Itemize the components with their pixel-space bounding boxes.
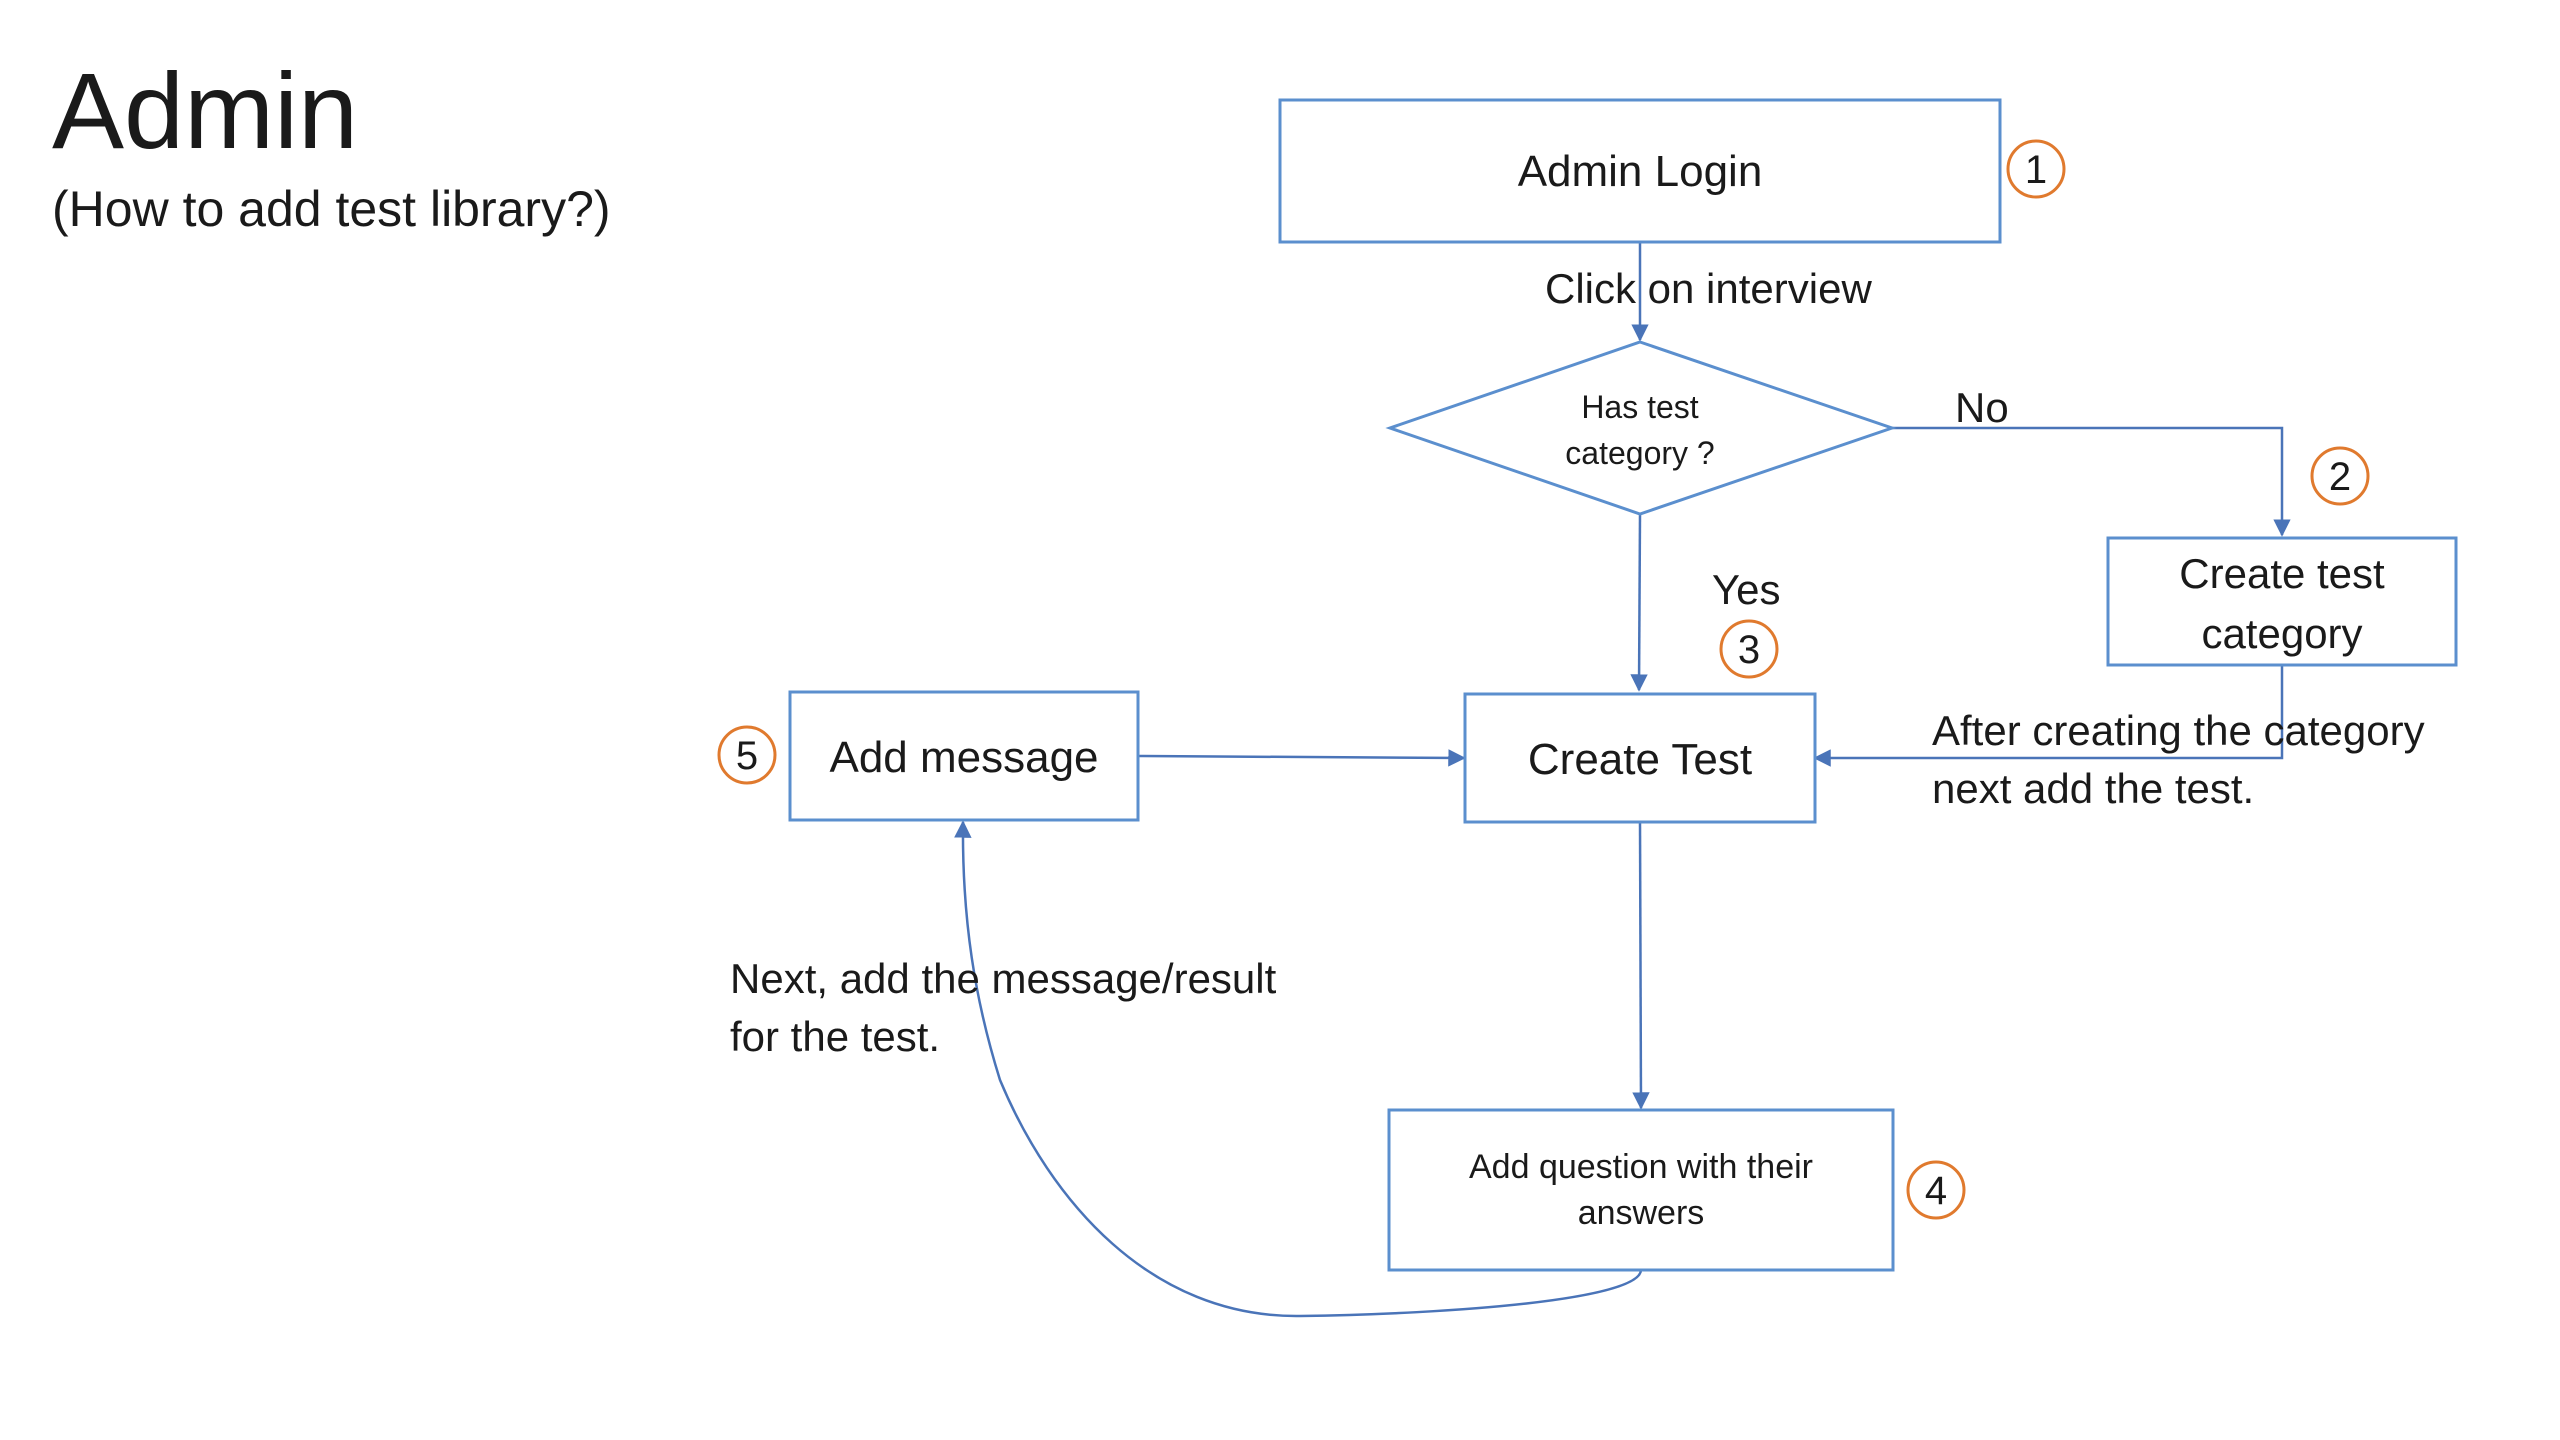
decision-label-line1: Has test [1581, 389, 1698, 425]
edge-decision-no [1892, 426, 2291, 537]
node-admin-login-label: Admin Login [1518, 147, 1763, 196]
node-create-test: Create Test [1463, 692, 1817, 824]
edge-decision-yes [1630, 513, 1648, 692]
label-no: No [1955, 384, 2009, 431]
edge-test-to-question [1632, 821, 1650, 1110]
node-add-question-line2: answers [1578, 1194, 1705, 1232]
label-click-on-interview: Click on interview [1545, 265, 1872, 312]
edge-question-to-message [954, 820, 1643, 1318]
step-badge-2: 2 [2310, 446, 2370, 506]
slide-title: Admin [52, 50, 358, 171]
label-next-message-line2: for the test. [730, 1013, 940, 1060]
step-badge-3: 3 [1719, 619, 1779, 679]
node-add-question: Add question with their answers [1387, 1108, 1895, 1272]
node-add-message-label: Add message [829, 733, 1098, 782]
node-add-question-line1: Add question with their [1469, 1148, 1813, 1186]
node-add-message: Add message [788, 690, 1140, 822]
step-badge-1-label: 1 [2025, 148, 2047, 192]
step-badge-4-label: 4 [1925, 1169, 1947, 1213]
step-badge-2-label: 2 [2329, 455, 2351, 499]
label-yes: Yes [1712, 566, 1781, 613]
label-next-message-line1: Next, add the message/result [730, 955, 1277, 1002]
step-badge-3-label: 3 [1738, 628, 1760, 672]
step-badge-1: 1 [2006, 139, 2066, 199]
edge-message-to-test [1137, 749, 1466, 767]
edge-category-to-test [1813, 665, 2284, 767]
node-create-test-category: Create test category [2106, 536, 2458, 667]
node-create-category-line1: Create test [2179, 550, 2385, 597]
step-badge-4: 4 [1906, 1160, 1966, 1220]
label-after-category-line1: After creating the category [1932, 707, 2425, 754]
node-create-test-label: Create Test [1528, 735, 1752, 784]
label-after-category-line2: next add the test. [1932, 765, 2254, 812]
node-admin-login: Admin Login [1278, 98, 2002, 244]
slide-subtitle: (How to add test library?) [52, 181, 611, 237]
decision-label-line2: category ? [1565, 435, 1714, 471]
node-create-category-line2: category [2201, 610, 2362, 657]
node-has-category-decision: Has test category ? [1385, 340, 1897, 516]
step-badge-5-label: 5 [736, 734, 758, 778]
step-badge-5: 5 [717, 725, 777, 785]
